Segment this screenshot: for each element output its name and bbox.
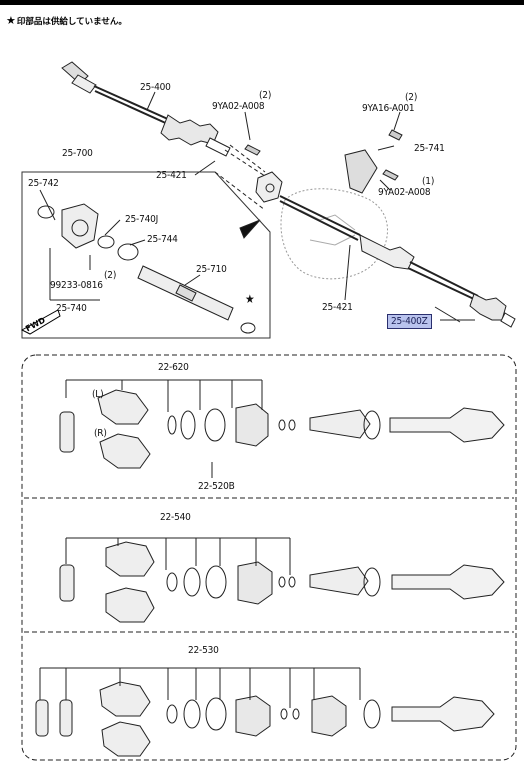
label-side-r: (R) <box>94 428 107 439</box>
label-9ya16-a001: 9YA16-A001 <box>362 103 415 114</box>
label-22-540: 22-540 <box>160 512 191 523</box>
label-qty-c: (1) <box>422 176 435 187</box>
label-25-421-left: 25-421 <box>156 170 187 181</box>
label-25-742: 25-742 <box>28 178 59 189</box>
label-qty-b: (2) <box>405 92 418 103</box>
top-rule <box>0 0 524 5</box>
kit-frame <box>21 354 517 761</box>
label-22-620: 22-620 <box>158 362 189 373</box>
star-mark: ★ <box>245 292 255 306</box>
label-9ya02-a008-c: 9YA02-A008 <box>378 187 431 198</box>
label-25-400: 25-400 <box>140 82 171 93</box>
label-9ya02-a008-a: 9YA02-A008 <box>212 101 265 112</box>
label-qty-a: (2) <box>259 90 272 101</box>
label-25-700: 25-700 <box>62 148 93 159</box>
label-25-400z-selected[interactable]: 25-400Z <box>387 314 432 329</box>
label-22-520b: 22-520B <box>198 481 235 492</box>
label-side-l: (L) <box>92 389 104 400</box>
label-25-710: 25-710 <box>196 264 227 275</box>
label-22-530: 22-530 <box>188 645 219 656</box>
upper-driveshaft <box>61 61 269 179</box>
lower-driveshaft <box>279 195 516 328</box>
kit-row-2-drawing <box>59 537 505 623</box>
label-25-740: 25-740 <box>56 303 87 314</box>
kit-row-1-drawing <box>59 379 505 478</box>
label-25-421-right: 25-421 <box>322 302 353 313</box>
label-25-744: 25-744 <box>147 234 178 245</box>
label-25-741: 25-741 <box>414 143 445 154</box>
footnote-text: 印部品は供給していません。 <box>16 17 127 27</box>
label-qty-d: (2) <box>104 270 117 281</box>
repair-kit-box <box>21 171 271 339</box>
label-99233-0816: 99233-0816 <box>50 280 103 291</box>
footnote: ★印部品は供給していません。 <box>6 14 127 27</box>
label-25-740j: 25-740J <box>125 214 159 225</box>
kit-row-3-drawing <box>35 667 495 757</box>
star-icon: ★ <box>6 14 16 27</box>
